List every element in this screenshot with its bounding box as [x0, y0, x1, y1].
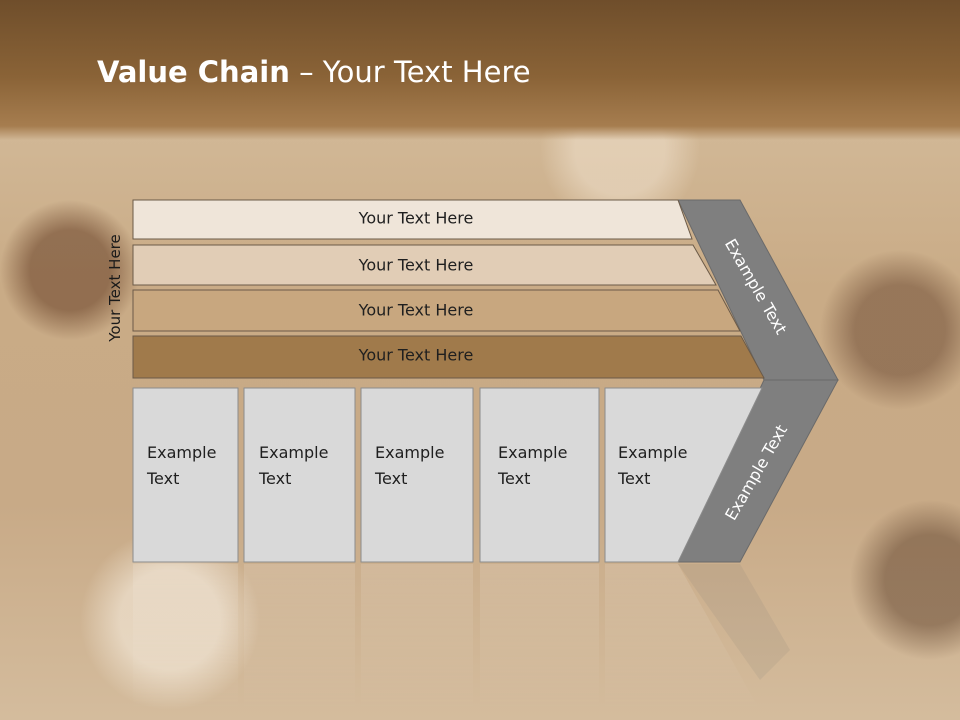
primary-box-2	[243, 387, 356, 563]
primary-box-1	[132, 387, 239, 563]
primary-box-4-line1: Example	[498, 443, 567, 462]
support-bar-2	[132, 244, 717, 286]
support-bar-1-label: Your Text Here	[358, 209, 474, 228]
support-bar-1	[132, 199, 693, 240]
primary-box-5-line2: Text	[617, 469, 650, 488]
primary-box-4	[479, 387, 600, 563]
support-bar-3-label: Your Text Here	[358, 301, 474, 320]
support-bar-4-label: Your Text Here	[358, 346, 474, 365]
primary-box-2-line1: Example	[259, 443, 328, 462]
slide-title: Value Chain – Your Text Here	[97, 55, 531, 89]
primary-box-3-line2: Text	[374, 469, 407, 488]
primary-box-3-line1: Example	[375, 443, 444, 462]
support-bar-2-label: Your Text Here	[358, 256, 474, 275]
primary-box-5-line1: Example	[618, 443, 687, 462]
support-bar-4	[132, 335, 765, 379]
primary-box-1-line1: Example	[147, 443, 216, 462]
header-band	[0, 0, 960, 140]
primary-reflection	[133, 564, 790, 714]
primary-box-1-line2: Text	[146, 469, 179, 488]
title-bold: Value Chain	[97, 55, 290, 89]
primary-box-4-line2: Text	[497, 469, 530, 488]
primary-box-2-line2: Text	[258, 469, 291, 488]
title-rest: – Your Text Here	[289, 55, 531, 89]
primary-box-5	[604, 387, 763, 563]
support-bar-3	[132, 289, 741, 332]
primary-box-3	[360, 387, 474, 563]
